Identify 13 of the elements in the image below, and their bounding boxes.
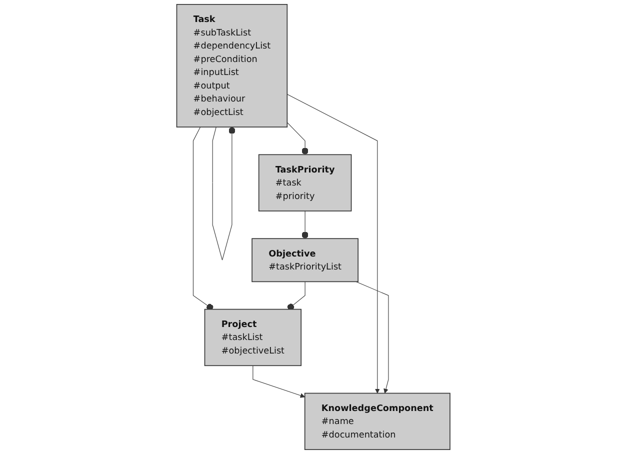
node-box: Task #subTaskList #dependencyList #preCondition #inputList #output #behaviour #objectList [176,4,288,128]
node-box: Project #taskList #objectiveList [204,308,302,366]
connector [193,126,214,311]
node-box: TaskPriority #task #priority [258,154,352,212]
node-box: KnowledgeComponent #name #documentation [304,392,451,450]
connector [287,122,309,155]
arrow [252,365,306,398]
connector [288,281,306,310]
node-box: Objective #taskPriorityList [252,238,359,282]
arrow [356,281,389,394]
connector [212,126,236,260]
connector [302,210,309,239]
arrow [287,94,380,394]
